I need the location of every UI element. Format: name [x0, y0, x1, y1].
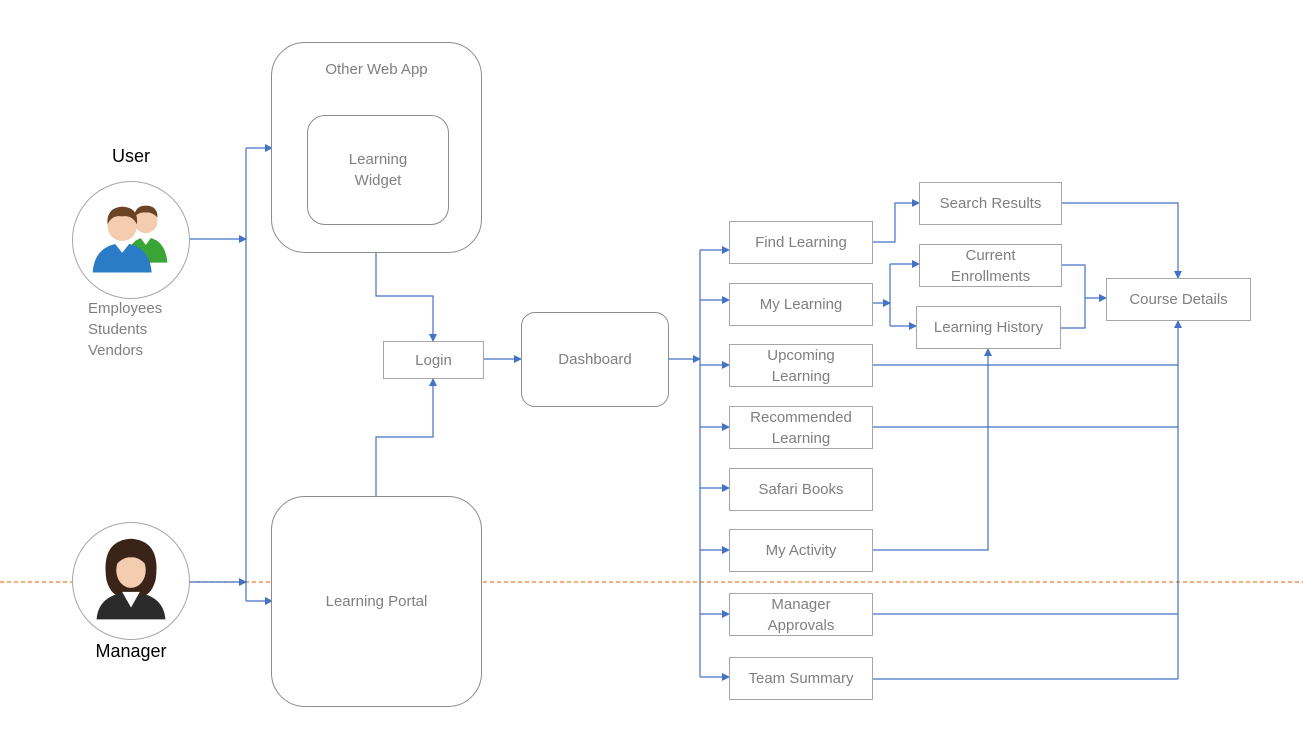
manager-avatar — [72, 522, 190, 640]
user-avatar — [72, 181, 190, 299]
manager-actor-title: Manager — [95, 641, 167, 661]
learning-portal-container[interactable]: Learning Portal — [271, 496, 482, 707]
recommended-learning-box[interactable]: Recommended Learning — [729, 406, 873, 449]
find-learning-to-search-results-connector — [873, 199, 920, 243]
learning-widget-label: Learning Widget — [348, 151, 408, 189]
recommended-learning-label: Recommended Learning — [750, 408, 852, 447]
safari-books-box[interactable]: Safari Books — [729, 468, 873, 511]
my-activity-to-learning-history-connector — [873, 348, 992, 551]
manager-approvals-label: Manager Approvals — [767, 595, 835, 634]
my-learning-label: My Learning — [759, 296, 843, 313]
my-activity-box[interactable]: My Activity — [729, 529, 873, 572]
login-box[interactable]: Login — [383, 341, 484, 379]
current-enrollments-out-connector — [1061, 264, 1086, 329]
manager-approvals-box[interactable]: Manager Approvals — [729, 593, 873, 636]
learning-history-label: Learning History — [933, 319, 1044, 336]
find-learning-box[interactable]: Find Learning — [729, 221, 873, 264]
course-details-label: Course Details — [1129, 291, 1228, 308]
find-learning-label: Find Learning — [755, 234, 847, 251]
search-results-box[interactable]: Search Results — [919, 182, 1062, 225]
safari-books-label: Safari Books — [758, 481, 844, 498]
users-group-icon — [92, 205, 168, 273]
upcoming-learning-box[interactable]: Upcoming Learning — [729, 344, 873, 387]
search-results-to-course-details-connector — [1062, 202, 1182, 279]
other-web-app-label: Other Web App — [325, 61, 428, 78]
login-label: Login — [415, 351, 452, 369]
learning-portal-to-login-connector — [375, 378, 437, 496]
my-activity-label: My Activity — [765, 542, 837, 559]
learning-history-box[interactable]: Learning History — [916, 306, 1061, 349]
learning-widget-box[interactable]: Learning Widget — [307, 115, 449, 225]
course-details-box[interactable]: Course Details — [1106, 278, 1251, 321]
upcoming-learning-label: Upcoming Learning — [767, 346, 835, 385]
other-web-app-to-login-connector — [375, 253, 437, 342]
current-enrollments-label: Current Enrollments — [950, 246, 1031, 285]
user-group-employees: Employees — [88, 300, 163, 317]
team-summary-box[interactable]: Team Summary — [729, 657, 873, 700]
user-groups-list: Employees Students Vendors — [88, 298, 162, 361]
learning-portal-label: Learning Portal — [325, 593, 428, 610]
dashboard-label: Dashboard — [558, 351, 632, 368]
connector-lines — [190, 144, 1182, 681]
current-enrollments-box[interactable]: Current Enrollments — [919, 244, 1062, 287]
user-group-students: Students — [88, 321, 148, 338]
user-group-vendors: Vendors — [88, 342, 144, 359]
user-actor-title: User — [111, 146, 150, 166]
my-learning-box[interactable]: My Learning — [729, 283, 873, 326]
team-summary-label: Team Summary — [748, 670, 854, 687]
manager-woman-icon — [96, 538, 166, 620]
dashboard-box[interactable]: Dashboard — [521, 312, 669, 407]
search-results-label: Search Results — [939, 195, 1042, 212]
